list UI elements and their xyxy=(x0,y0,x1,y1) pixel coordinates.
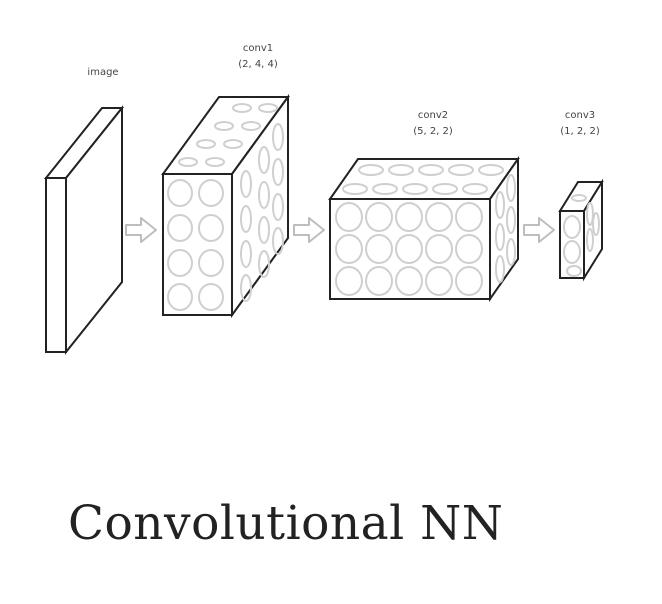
conv1-neuron xyxy=(258,103,278,113)
conv1-front-face xyxy=(162,173,233,316)
conv2-neuron xyxy=(418,164,444,176)
conv3-neuron xyxy=(563,215,581,239)
conv2-neuron xyxy=(506,238,516,266)
conv2-neuron xyxy=(495,223,505,251)
conv1-neuron xyxy=(272,158,284,186)
conv1-neuron xyxy=(232,103,252,113)
conv1-neuron xyxy=(272,123,284,151)
conv1-neuron xyxy=(258,181,270,209)
conv2-neuron xyxy=(402,183,428,195)
diagram-caption: Convolutional NN xyxy=(68,496,504,551)
conv2-neuron xyxy=(388,164,414,176)
conv2-neuron xyxy=(335,202,363,232)
conv1-neuron xyxy=(198,214,224,242)
arrow-right-icon xyxy=(293,217,325,243)
conv1-neuron xyxy=(241,121,261,131)
conv3-neuron xyxy=(586,202,594,226)
conv2-neuron xyxy=(425,234,453,264)
arrow-right-icon xyxy=(125,217,157,243)
conv1-neuron xyxy=(198,179,224,207)
conv1-neuron xyxy=(240,274,252,302)
conv2-neuron xyxy=(455,266,483,296)
conv2-neuron xyxy=(365,234,393,264)
conv2-neuron xyxy=(365,266,393,296)
conv2-front-face xyxy=(329,198,491,300)
conv1-neuron xyxy=(167,249,193,277)
conv1-neuron xyxy=(198,249,224,277)
conv1-neuron xyxy=(240,205,252,233)
conv2-neuron xyxy=(395,202,423,232)
conv3-neuron xyxy=(566,265,582,277)
conv1-neuron xyxy=(178,157,198,167)
conv2-neuron xyxy=(448,164,474,176)
arrow-image-to-conv1 xyxy=(125,217,157,243)
conv1-neuron xyxy=(167,179,193,207)
conv1-shape-label: (2, 4, 4) xyxy=(238,59,278,70)
conv2-neuron xyxy=(462,183,488,195)
conv2-shape-label: (5, 2, 2) xyxy=(413,126,453,137)
conv1-neuron xyxy=(223,139,243,149)
conv2-neuron xyxy=(495,255,505,283)
conv1-neuron xyxy=(205,157,225,167)
conv2-neuron xyxy=(455,202,483,232)
conv1-neuron xyxy=(240,240,252,268)
conv1-neuron xyxy=(167,214,193,242)
conv2-neuron xyxy=(425,202,453,232)
conv2-neuron xyxy=(432,183,458,195)
conv2-neuron xyxy=(342,183,368,195)
conv2-layer-block xyxy=(328,155,520,303)
conv3-layer-block xyxy=(558,178,604,282)
arrow-conv1-to-conv2 xyxy=(293,217,325,243)
conv3-layer-label: conv3 xyxy=(564,110,596,121)
conv2-layer-label: conv2 xyxy=(417,110,449,121)
conv2-neuron xyxy=(358,164,384,176)
conv2-neuron xyxy=(395,266,423,296)
conv1-neuron xyxy=(258,250,270,278)
conv1-neuron xyxy=(272,227,284,255)
conv2-neuron xyxy=(372,183,398,195)
image-front-face xyxy=(45,177,67,353)
arrow-right-icon xyxy=(523,217,555,243)
conv3-neuron xyxy=(571,194,587,202)
conv1-neuron xyxy=(258,216,270,244)
conv1-neuron xyxy=(167,283,193,311)
conv2-neuron xyxy=(335,234,363,264)
conv2-neuron xyxy=(506,206,516,234)
conv2-neuron xyxy=(395,234,423,264)
conv3-shape-label: (1, 2, 2) xyxy=(560,126,600,137)
conv2-neuron xyxy=(506,174,516,202)
conv1-neuron xyxy=(258,146,270,174)
conv1-neuron xyxy=(272,193,284,221)
conv2-neuron xyxy=(365,202,393,232)
conv3-neuron xyxy=(592,212,600,236)
conv2-neuron xyxy=(425,266,453,296)
arrow-conv2-to-conv3 xyxy=(523,217,555,243)
conv1-neuron xyxy=(198,283,224,311)
conv2-neuron xyxy=(478,164,504,176)
conv2-neuron xyxy=(495,191,505,219)
conv2-neuron xyxy=(455,234,483,264)
conv3-neuron xyxy=(563,240,581,264)
conv3-neuron xyxy=(586,228,594,252)
image-layer-label: image xyxy=(87,67,119,78)
conv1-neuron xyxy=(214,121,234,131)
conv1-neuron xyxy=(196,139,216,149)
conv2-neuron xyxy=(335,266,363,296)
conv1-layer-block xyxy=(161,93,290,319)
conv1-layer-label: conv1 xyxy=(242,43,274,54)
image-layer-block xyxy=(43,105,125,355)
conv1-neuron xyxy=(240,170,252,198)
